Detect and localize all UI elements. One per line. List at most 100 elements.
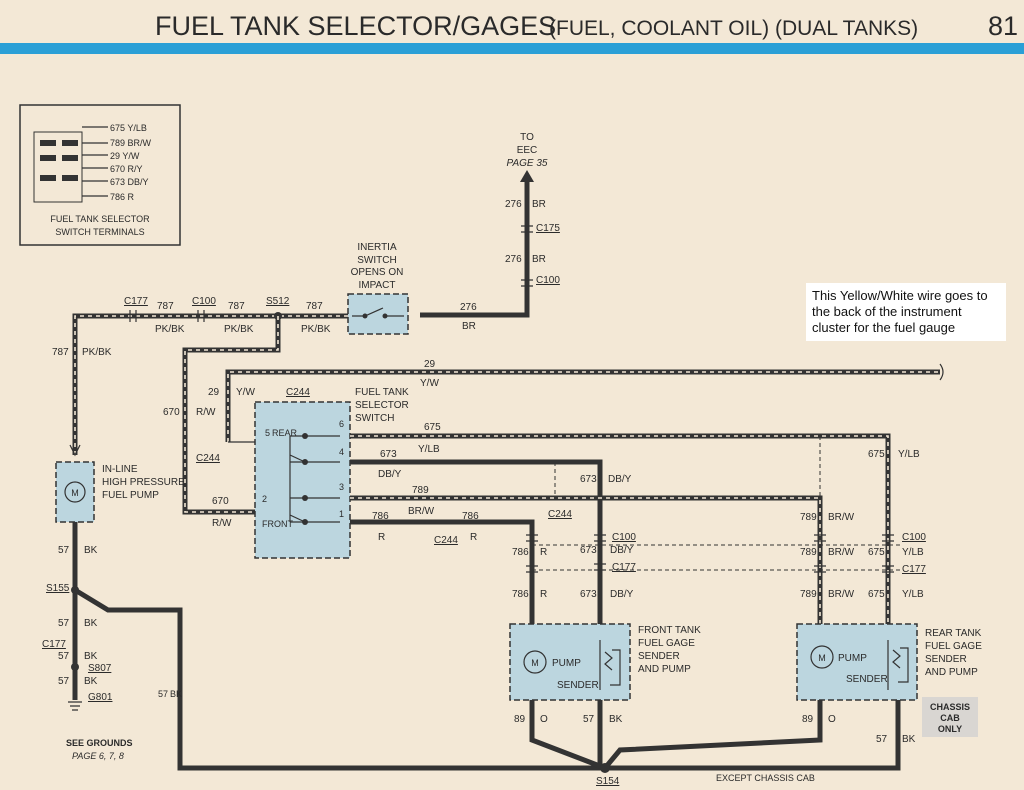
svg-text:57: 57: [158, 689, 168, 699]
svg-text:BK: BK: [84, 545, 98, 556]
svg-text:REAR TANK: REAR TANK: [925, 628, 982, 639]
svg-text:675: 675: [424, 422, 441, 433]
selector-switch: FUEL TANK SELECTOR SWITCH 5 REAR 2 FRONT…: [228, 387, 409, 559]
terminal-6: 786 R: [110, 192, 135, 202]
svg-text:2: 2: [262, 494, 267, 504]
svg-text:Y/LB: Y/LB: [898, 449, 920, 460]
svg-text:C177: C177: [902, 564, 926, 575]
svg-text:EXCEPT CHASSIS CAB: EXCEPT CHASSIS CAB: [716, 773, 815, 783]
svg-text:C175: C175: [536, 223, 560, 234]
svg-text:1: 1: [339, 509, 344, 519]
rear-tank-sender: M PUMP SENDER REAR TANK FUEL GAGE SENDER…: [603, 623, 982, 771]
svg-text:INERTIA: INERTIA: [357, 242, 397, 253]
svg-text:HIGH PRESSURE: HIGH PRESSURE: [102, 477, 185, 488]
inline-fuel-pump: M IN-LINE HIGH PRESSURE FUEL PUMP: [55, 461, 185, 523]
svg-text:C244: C244: [196, 453, 220, 464]
svg-text:276: 276: [505, 254, 522, 265]
svg-text:O: O: [540, 714, 548, 725]
terminal-2: 789 BR/W: [110, 138, 152, 148]
svg-text:787: 787: [52, 347, 69, 358]
svg-text:BK: BK: [84, 676, 98, 687]
svg-text:S807: S807: [88, 663, 112, 674]
svg-text:S512: S512: [266, 296, 290, 307]
svg-text:SENDER: SENDER: [925, 654, 967, 665]
inset-title-1: FUEL TANK SELECTOR: [50, 214, 150, 224]
svg-text:57: 57: [58, 618, 70, 629]
splice-s154: S154 EXCEPT CHASSIS CAB: [596, 763, 815, 787]
svg-text:M: M: [531, 658, 539, 668]
svg-text:789: 789: [800, 547, 817, 558]
svg-text:R: R: [470, 532, 477, 543]
svg-text:675: 675: [868, 589, 885, 600]
svg-text:DB/Y: DB/Y: [610, 589, 634, 600]
svg-text:BK: BK: [902, 734, 916, 745]
svg-text:R: R: [378, 532, 385, 543]
svg-text:673: 673: [580, 589, 597, 600]
terminal-1: 675 Y/LB: [110, 123, 147, 133]
svg-text:29: 29: [424, 359, 436, 370]
svg-text:BR: BR: [532, 199, 546, 210]
svg-text:BR/W: BR/W: [408, 506, 435, 517]
svg-text:675: 675: [868, 547, 885, 558]
svg-text:R/W: R/W: [212, 518, 232, 529]
terminal-5: 673 DB/Y: [110, 177, 149, 187]
svg-text:Y/W: Y/W: [420, 378, 439, 389]
svg-text:FUEL GAGE: FUEL GAGE: [925, 641, 982, 652]
svg-text:670: 670: [212, 496, 229, 507]
header-accent-bar: [0, 43, 1024, 54]
svg-text:29: 29: [208, 387, 220, 398]
svg-text:BK: BK: [84, 618, 98, 629]
svg-text:R/W: R/W: [196, 407, 216, 418]
svg-text:276: 276: [460, 302, 477, 313]
svg-text:SELECTOR: SELECTOR: [355, 400, 409, 411]
svg-text:786: 786: [512, 589, 529, 600]
svg-text:C100: C100: [536, 275, 560, 286]
svg-text:DB/Y: DB/Y: [378, 469, 402, 480]
terminal-3: 29 Y/W: [110, 151, 140, 161]
svg-text:BR/W: BR/W: [828, 512, 855, 523]
svg-text:789: 789: [800, 512, 817, 523]
svg-text:G801: G801: [88, 692, 113, 703]
svg-text:IMPACT: IMPACT: [358, 280, 395, 291]
svg-text:DB/Y: DB/Y: [610, 545, 634, 556]
svg-text:276: 276: [505, 199, 522, 210]
inset-title-2: SWITCH TERMINALS: [55, 227, 144, 237]
svg-text:BK: BK: [170, 689, 182, 699]
svg-text:C100: C100: [612, 532, 636, 543]
svg-text:BR/W: BR/W: [828, 547, 855, 558]
svg-text:ONLY: ONLY: [938, 724, 962, 734]
svg-text:S155: S155: [46, 583, 70, 594]
svg-text:SWITCH: SWITCH: [355, 413, 394, 424]
svg-text:O: O: [828, 714, 836, 725]
svg-text:C100: C100: [902, 532, 926, 543]
svg-text:675: 675: [868, 449, 885, 460]
svg-text:4: 4: [339, 447, 344, 457]
svg-text:SENDER: SENDER: [557, 680, 599, 691]
svg-text:Y/LB: Y/LB: [902, 547, 924, 558]
svg-text:S154: S154: [596, 776, 620, 787]
svg-text:R: R: [540, 589, 547, 600]
terminal-4: 670 R/Y: [110, 164, 143, 174]
svg-text:AND PUMP: AND PUMP: [638, 664, 691, 675]
page-number: 81: [988, 11, 1018, 41]
svg-text:789: 789: [412, 485, 429, 496]
svg-text:OPENS ON: OPENS ON: [351, 267, 404, 278]
svg-text:57: 57: [876, 734, 888, 745]
svg-text:5: 5: [265, 428, 270, 438]
svg-text:PUMP: PUMP: [838, 653, 867, 664]
svg-text:CHASSIS: CHASSIS: [930, 702, 970, 712]
svg-text:787: 787: [157, 301, 174, 312]
svg-text:786: 786: [512, 547, 529, 558]
svg-text:Y/LB: Y/LB: [902, 589, 924, 600]
svg-text:CAB: CAB: [940, 713, 960, 723]
svg-text:670: 670: [163, 407, 180, 418]
svg-text:6: 6: [339, 419, 344, 429]
svg-text:PK/BK: PK/BK: [301, 324, 331, 335]
